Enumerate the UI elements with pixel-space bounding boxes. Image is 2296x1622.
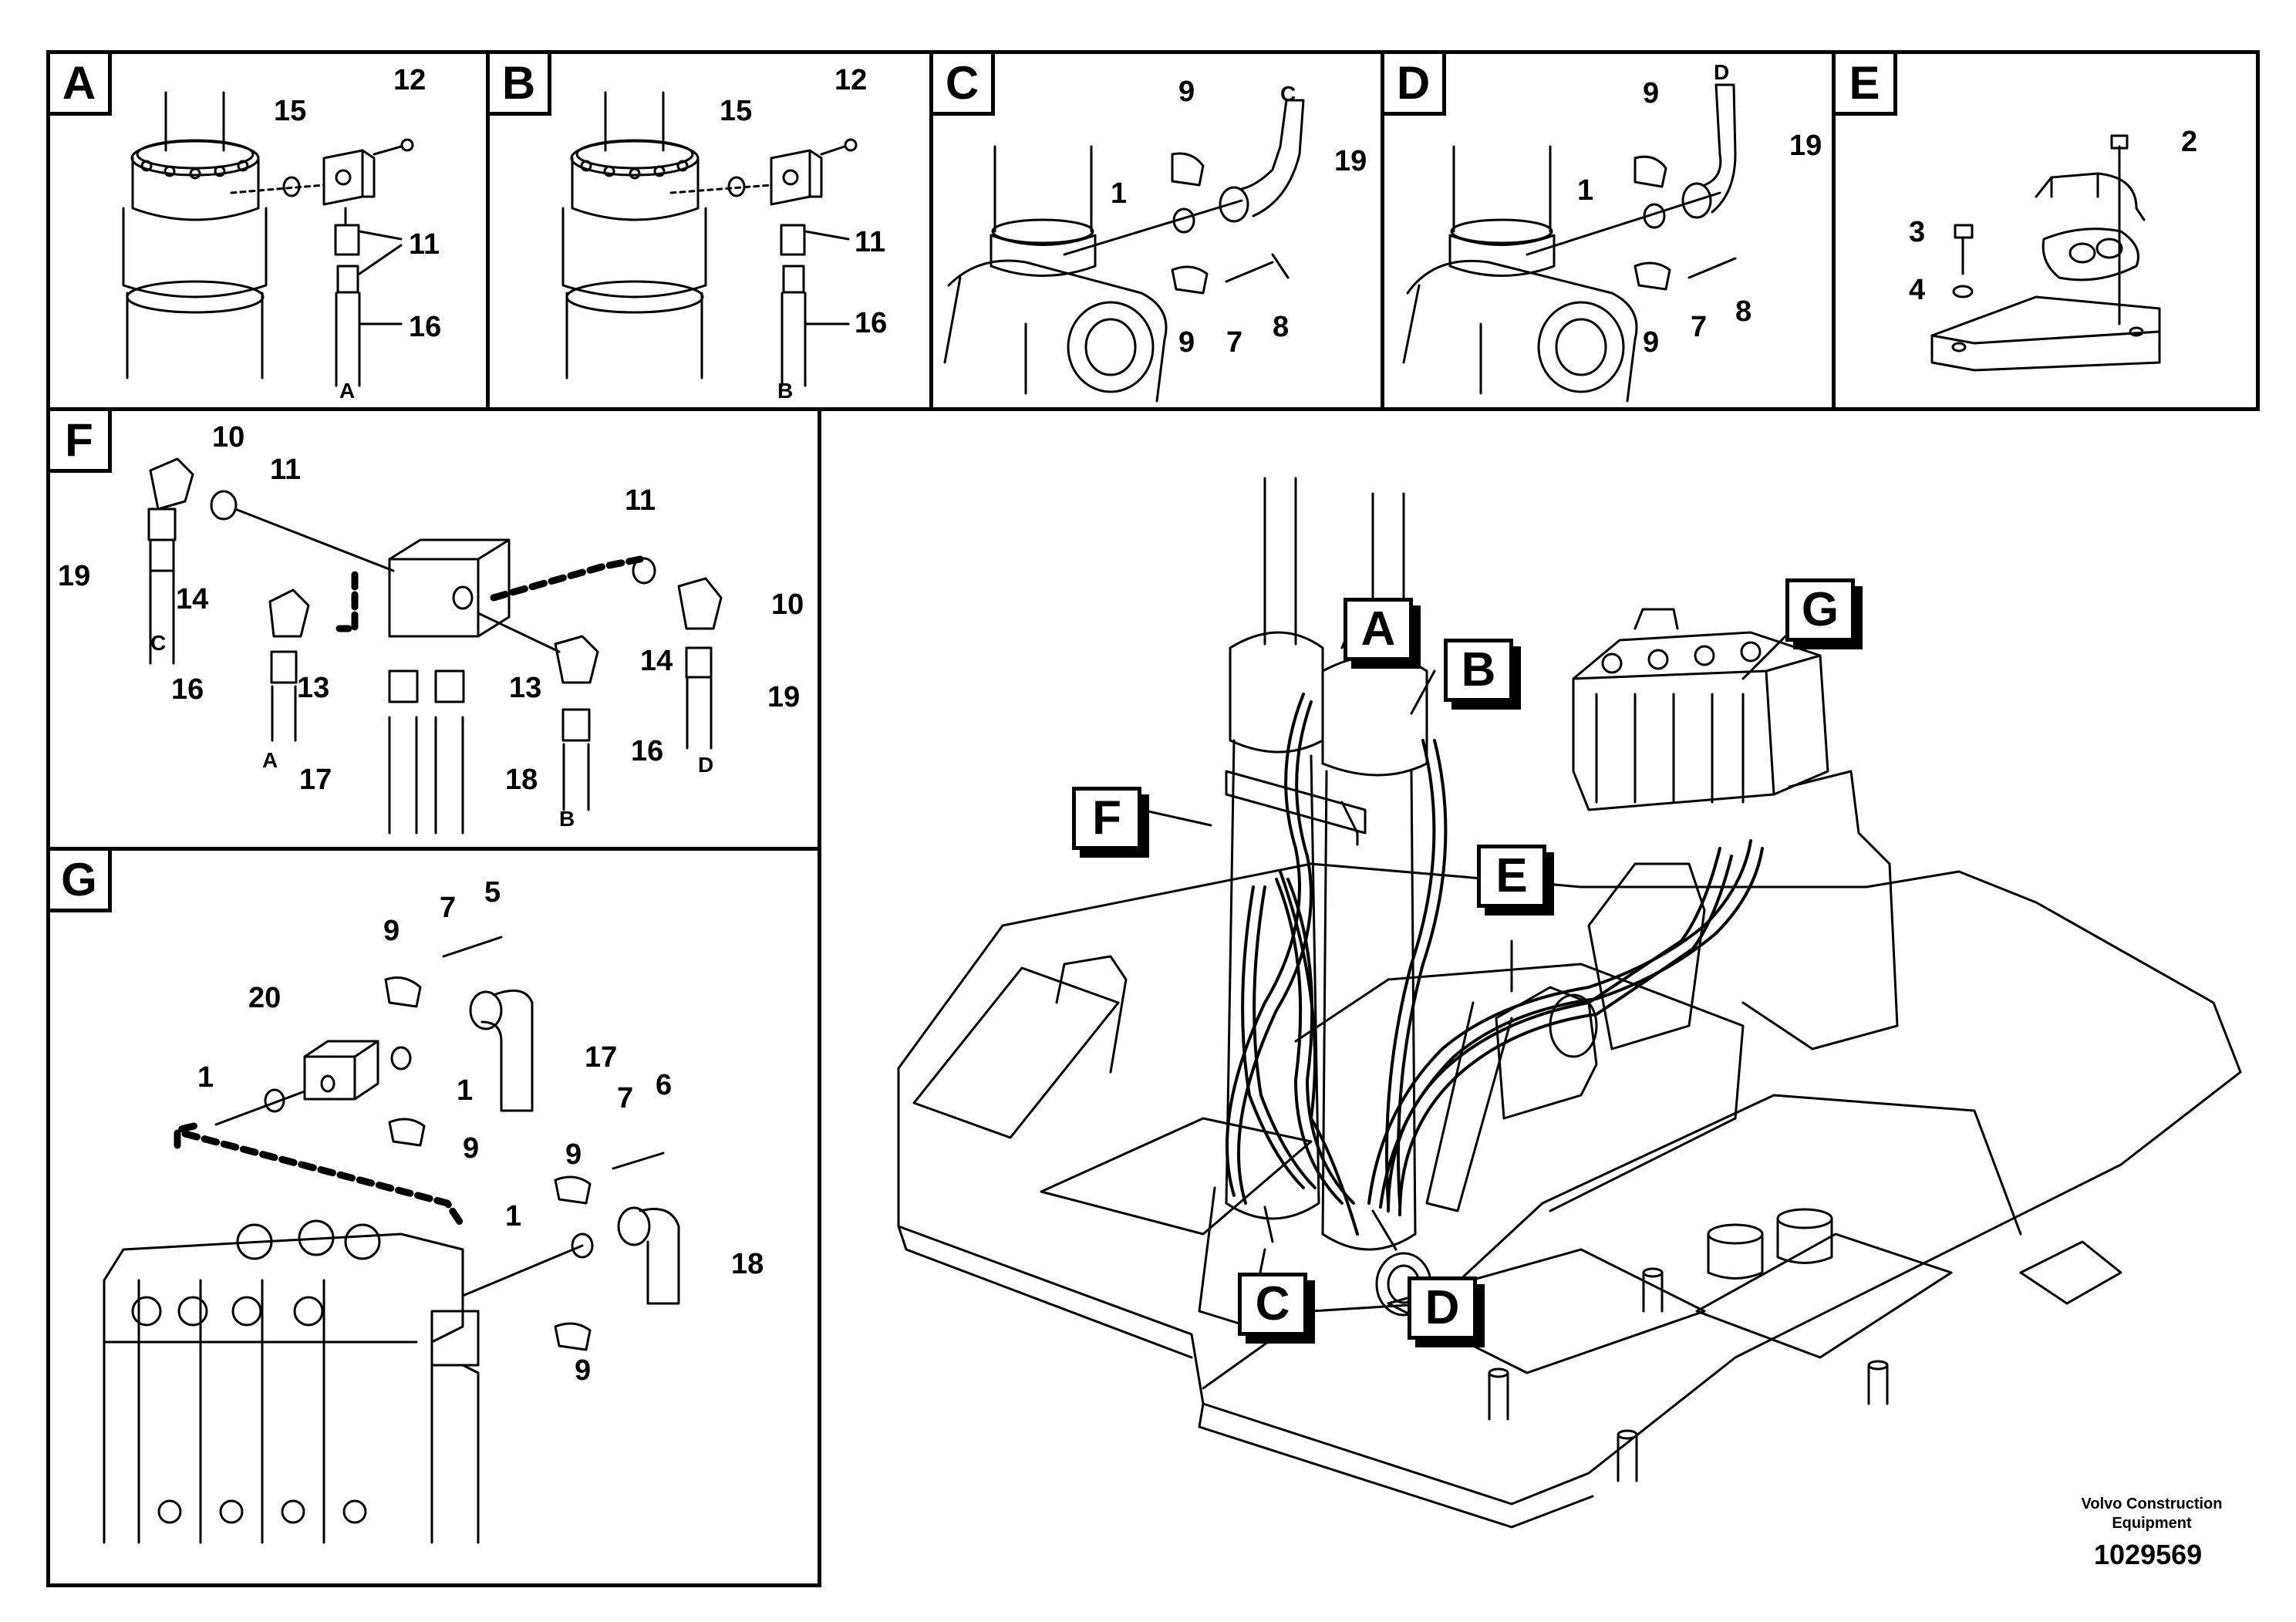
- panel-f-art: [147, 457, 723, 835]
- panel-g-art: [103, 936, 680, 1544]
- panel-f-tag: F: [46, 407, 112, 473]
- part-number-label: 7: [1226, 326, 1243, 359]
- hose-end-label: A: [262, 748, 278, 772]
- panel-c-art: [943, 99, 1305, 403]
- callout-f: F: [1072, 787, 1141, 850]
- part-number-label: 9: [463, 1132, 480, 1165]
- part-number-label: 16: [409, 311, 442, 343]
- panel-b-art: [561, 91, 858, 387]
- part-number-label: 16: [631, 735, 664, 767]
- credit-line-1: Volvo Construction: [2081, 1496, 2223, 1512]
- hose-end-label: B: [559, 807, 575, 831]
- part-number-label: 17: [299, 764, 332, 796]
- callout-d: D: [1408, 1276, 1477, 1340]
- part-number-label: 9: [575, 1354, 592, 1387]
- hose-end-label: A: [339, 379, 356, 403]
- part-number-label: 10: [771, 588, 804, 621]
- panel-c-tag: C: [929, 50, 995, 116]
- part-number-label: 10: [212, 421, 245, 454]
- panel-a-tag: A: [46, 50, 112, 116]
- panel-b-tag: B: [486, 50, 551, 116]
- part-number-label: 5: [484, 876, 501, 909]
- part-number-label: 8: [1273, 311, 1290, 343]
- part-number-label: 11: [270, 454, 302, 486]
- credit-line-2: Equipment: [2112, 1515, 2192, 1532]
- part-number-label: 14: [640, 645, 673, 677]
- part-number-label: 8: [1735, 295, 1752, 328]
- part-number-label: 9: [1643, 77, 1660, 110]
- part-number-label: 11: [855, 226, 886, 258]
- part-number-label: 17: [585, 1041, 618, 1074]
- part-number-label: 14: [176, 583, 209, 615]
- part-number-label: 7: [440, 892, 457, 924]
- part-number-label: 7: [617, 1082, 634, 1114]
- part-number-label: 1: [1111, 177, 1128, 210]
- part-number-label: 11: [409, 228, 440, 261]
- part-number-label: 13: [509, 672, 542, 704]
- callout-g: G: [1785, 578, 1855, 642]
- part-number-label: 15: [720, 95, 753, 127]
- main-assembly-art: [897, 477, 2242, 1529]
- callout-b: B: [1444, 639, 1513, 702]
- part-number-label: 19: [767, 681, 801, 713]
- part-number-label: 6: [656, 1069, 673, 1101]
- publisher-credit: Volvo Construction Equipment: [2067, 1495, 2237, 1533]
- panel-g-tag: G: [46, 847, 112, 912]
- hose-end-label: D: [1714, 60, 1730, 84]
- part-number-label: 18: [731, 1248, 764, 1280]
- hose-end-label: C: [1280, 82, 1296, 106]
- part-number-label: 4: [1909, 274, 1926, 306]
- part-number-label: 3: [1909, 216, 1926, 248]
- part-number-label: 13: [297, 672, 330, 704]
- part-number-label: 9: [1178, 326, 1195, 359]
- panel-g: [46, 847, 821, 1587]
- part-number-label: 1: [1577, 174, 1594, 207]
- panel-a-art: [122, 91, 414, 387]
- part-number-label: 2: [2181, 126, 2198, 158]
- panel-d-tag: D: [1381, 50, 1446, 116]
- part-number-label: 16: [855, 307, 888, 339]
- part-number-label: 9: [1643, 326, 1660, 359]
- panel-d: [1381, 50, 1836, 411]
- hose-end-label: D: [698, 753, 714, 777]
- part-number-label: 9: [565, 1138, 582, 1171]
- callout-a: A: [1344, 598, 1413, 661]
- part-number-label: 19: [1334, 145, 1367, 177]
- panel-d-art: [1402, 83, 1737, 403]
- part-number-label: 18: [505, 764, 538, 796]
- part-number-label: 12: [393, 64, 426, 96]
- panel-f: [46, 407, 821, 851]
- part-number-label: 9: [1178, 76, 1195, 108]
- hose-end-label: B: [777, 379, 794, 403]
- part-number-label: 9: [383, 915, 400, 947]
- part-number-label: 15: [274, 95, 307, 127]
- part-number-label: 1: [505, 1200, 522, 1233]
- part-number-label: 11: [625, 484, 656, 517]
- panel-e-art: [1930, 134, 2161, 372]
- part-number-label: 1: [197, 1061, 214, 1094]
- part-number-label: 16: [171, 673, 204, 706]
- part-number-label: 19: [58, 560, 91, 592]
- part-number-label: 20: [248, 982, 282, 1014]
- hose-end-label: C: [150, 631, 167, 655]
- panel-e: [1832, 50, 2260, 411]
- part-number-label: 19: [1789, 130, 1822, 162]
- panel-e-tag: E: [1832, 50, 1897, 116]
- document-number: 1029569: [2094, 1539, 2203, 1570]
- part-number-label: 12: [834, 64, 868, 96]
- callout-c: C: [1238, 1273, 1307, 1336]
- callout-e: E: [1477, 845, 1546, 908]
- panel-c: [929, 50, 1384, 411]
- part-number-label: 1: [457, 1074, 474, 1107]
- part-number-label: 7: [1691, 311, 1708, 343]
